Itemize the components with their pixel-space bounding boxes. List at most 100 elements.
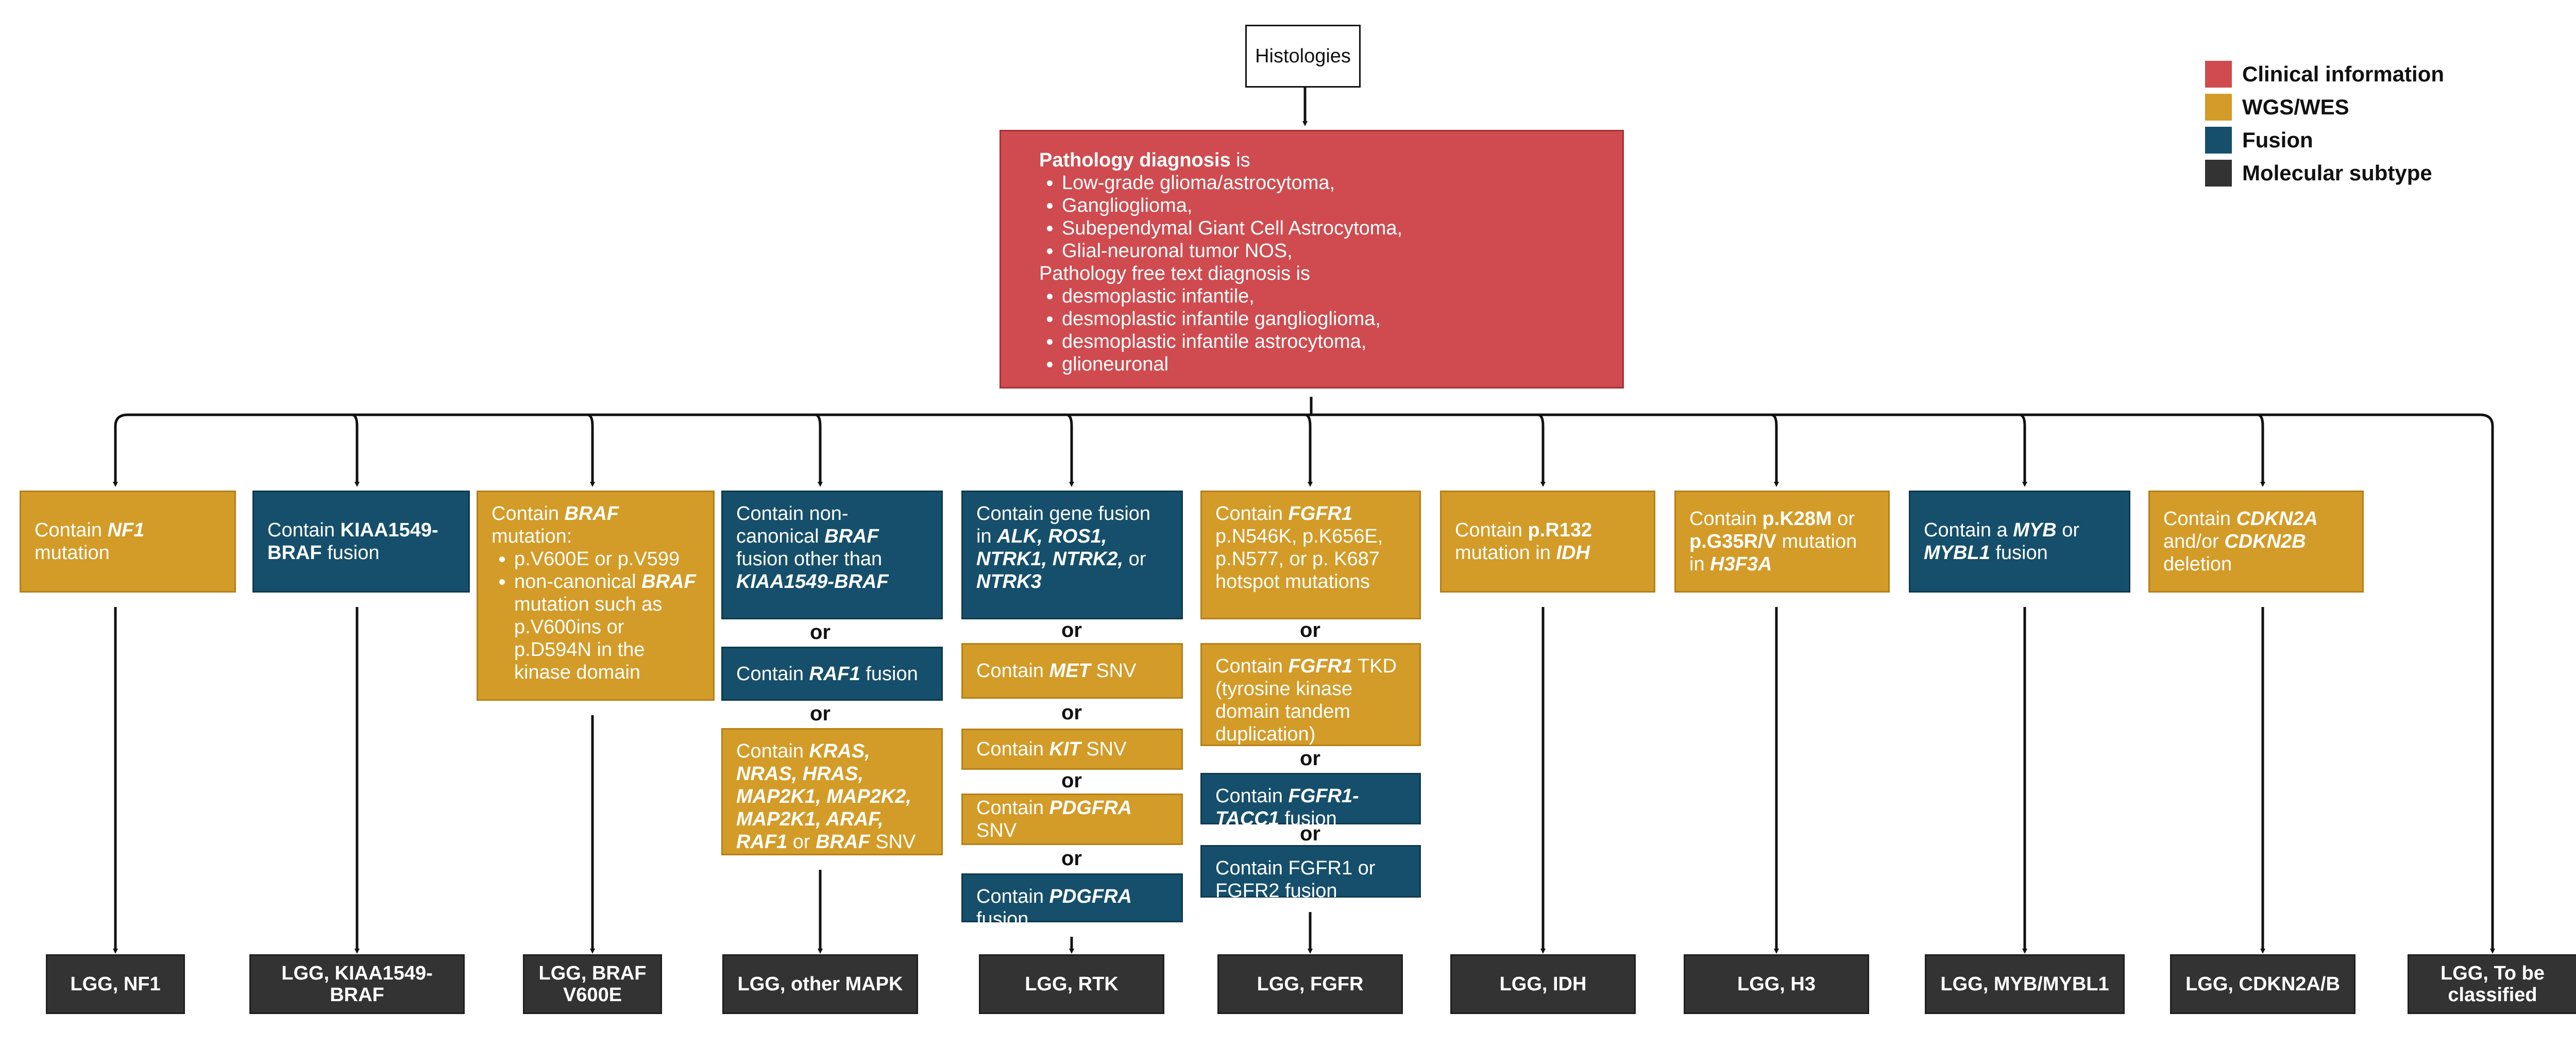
text-run: p.V600E or p.V599 bbox=[514, 548, 680, 570]
text-run: MET bbox=[1049, 660, 1091, 682]
subtype-label: LGG, RTK bbox=[1025, 973, 1118, 995]
subtype-label: LGG, H3 bbox=[1737, 973, 1816, 995]
histologies-label: Histologies bbox=[1255, 45, 1351, 67]
legend-label: Fusion bbox=[2242, 128, 2313, 152]
or-label: or bbox=[810, 702, 831, 725]
text-run: BRAF bbox=[824, 526, 879, 547]
text-run: SNV or indel bbox=[736, 831, 916, 875]
text-run: fusion bbox=[1279, 808, 1337, 830]
legend-swatch bbox=[2205, 61, 2232, 88]
histologies-box: Histologies bbox=[1245, 25, 1361, 88]
text-run: CDKN2B bbox=[2224, 531, 2306, 552]
text-run: BRAF bbox=[641, 571, 696, 593]
subtype-label: LGG, IDH bbox=[1499, 973, 1587, 995]
diagnosis-item: Ganglioglioma, bbox=[1062, 194, 1584, 217]
text-run: or bbox=[2056, 519, 2080, 541]
text-run: or bbox=[1123, 548, 1146, 570]
legend-label: WGS/WES bbox=[2242, 95, 2349, 119]
legend-swatch bbox=[2205, 160, 2232, 187]
text-run: non-canonical bbox=[514, 571, 642, 593]
or-label: or bbox=[1300, 619, 1320, 642]
text-run: deletion bbox=[2163, 553, 2232, 575]
criteria-bullet-list: p.V600E or p.V599non-canonical BRAF muta… bbox=[492, 548, 700, 684]
text-run: PDGFRA bbox=[1049, 886, 1132, 907]
criteria-text: Contain BRAF mutation: bbox=[492, 502, 700, 548]
pathology-intro: Pathology diagnosis is bbox=[1039, 149, 1584, 172]
legend-swatch bbox=[2205, 127, 2232, 154]
text-run: p.G35R/V bbox=[1689, 531, 1776, 552]
diagnosis-item: Glial-neuronal tumor NOS, bbox=[1062, 240, 1584, 262]
subtype-box: LGG, KIAA1549-BRAF bbox=[249, 954, 465, 1014]
legend-label: Molecular subtype bbox=[2242, 161, 2432, 185]
branch-drop-arrow bbox=[2019, 413, 2027, 487]
text-run: Contain non-canonical bbox=[736, 503, 849, 547]
diagnosis-item: Subependymal Giant Cell Astrocytoma, bbox=[1062, 217, 1584, 240]
text-run: and/or bbox=[2163, 531, 2225, 552]
text-run: Contain bbox=[976, 660, 1049, 682]
criteria-box: Contain CDKN2A and/or CDKN2B deletion bbox=[2148, 491, 2364, 593]
text-run: Contain bbox=[976, 738, 1049, 760]
criteria-text: Contain CDKN2A and/or CDKN2B deletion bbox=[2163, 508, 2349, 576]
text-run: Contain bbox=[492, 503, 565, 525]
subtype-label: LGG, FGFR bbox=[1257, 973, 1364, 995]
criteria-text: Contain NF1 mutation bbox=[35, 519, 221, 564]
criteria-box: Contain RAF1 fusion bbox=[721, 647, 943, 701]
subtype-label: LGG, KIAA1549-BRAF bbox=[281, 963, 433, 1006]
or-label: or bbox=[1061, 701, 1082, 724]
text-run: fusion other than bbox=[736, 548, 883, 570]
text-run: Contain bbox=[2163, 508, 2236, 530]
text-run: FGFR1 bbox=[1288, 655, 1353, 677]
criteria-box: Contain non-canonical BRAF fusion other … bbox=[721, 491, 943, 619]
text-run: mutation such as p.V600ins or p.D594N in… bbox=[514, 594, 663, 683]
text-run: SNV bbox=[976, 820, 1017, 841]
criteria-text: Contain KIAA1549-BRAF fusion bbox=[267, 519, 455, 564]
text-run: Contain bbox=[976, 797, 1049, 819]
text-run: Contain bbox=[1455, 519, 1528, 541]
text-run: NF1 bbox=[107, 519, 145, 541]
text-run: or bbox=[787, 831, 816, 853]
criteria-text: Contain FGFR1 TKD (tyrosine kinase domai… bbox=[1215, 655, 1406, 746]
or-label: or bbox=[1061, 769, 1082, 792]
free-text-item: desmoplastic infantile astrocytoma, bbox=[1062, 330, 1584, 353]
subtype-box: LGG, To be classified bbox=[2408, 954, 2576, 1014]
criteria-box: Contain FGFR1 TKD (tyrosine kinase domai… bbox=[1200, 643, 1421, 746]
criteria-bullet: non-canonical BRAF mutation such as p.V6… bbox=[514, 570, 700, 684]
text-run: SNV bbox=[1090, 660, 1137, 682]
text-run: Contain bbox=[976, 886, 1049, 907]
branch-drop-arrow bbox=[1771, 413, 1779, 487]
pathology-diagnosis-box: Pathology diagnosis is Low-grade glioma/… bbox=[999, 130, 1624, 389]
criteria-text: Contain FGFR1-TACC1 fusion bbox=[1215, 785, 1406, 830]
text-run: KIT bbox=[1049, 738, 1081, 760]
text-run: KIAA1549-BRAF bbox=[736, 571, 889, 593]
criteria-text: Contain MET SNV bbox=[976, 660, 1136, 682]
criteria-box: Contain NF1 mutation bbox=[20, 491, 236, 593]
branch-drop-arrow bbox=[1066, 413, 1074, 487]
text-run: fusion bbox=[1990, 542, 2048, 564]
legend-swatch bbox=[2205, 94, 2232, 121]
text-run: TKD (tyrosine kinase domain tandem dupli… bbox=[1215, 655, 1397, 745]
criteria-box: Contain PDGFRA SNV bbox=[961, 794, 1183, 845]
criteria-text: Contain FGFR1 p.N546K, p.K656E, p.N577, … bbox=[1215, 502, 1406, 593]
criteria-text: Contain p.K28M or p.G35R/V mutation in H… bbox=[1689, 508, 1875, 576]
criteria-text: Contain p.R132 mutation in IDH bbox=[1455, 519, 1640, 564]
subtype-box: LGG, NF1 bbox=[46, 954, 185, 1014]
criteria-text: Contain KIT SNV bbox=[976, 738, 1126, 761]
text-run: RAF1 bbox=[809, 663, 860, 685]
criteria-text: Contain RAF1 fusion bbox=[736, 663, 918, 685]
legend: Clinical information WGS/WES Fusion Mole… bbox=[2205, 58, 2444, 190]
text-run: MYBL1 bbox=[1924, 542, 1990, 564]
legend-item-fusion: Fusion bbox=[2205, 124, 2444, 157]
criteria-text: Contain PDGFRA SNV bbox=[976, 797, 1168, 842]
text-run: mutation bbox=[35, 542, 110, 564]
pathology-diagnosis-list: Low-grade glioma/astrocytoma, Gangliogli… bbox=[1039, 172, 1584, 262]
or-label: or bbox=[1061, 847, 1082, 870]
text-run: Contain bbox=[736, 663, 809, 685]
criteria-text: Contain a MYB or MYBL1 fusion bbox=[1924, 519, 2115, 564]
text-run: Contain a bbox=[1924, 519, 2013, 541]
branch-drop-arrow bbox=[1304, 413, 1313, 487]
branch-drop-arrow bbox=[587, 413, 595, 487]
text-run: KRAS, NRAS, HRAS, MAP2K1, MAP2K2, MAP2K1… bbox=[736, 740, 911, 853]
criteria-text: Contain gene fusion in ALK, ROS1, NTRK1,… bbox=[976, 502, 1168, 593]
branch-drop-arrow bbox=[351, 413, 360, 487]
